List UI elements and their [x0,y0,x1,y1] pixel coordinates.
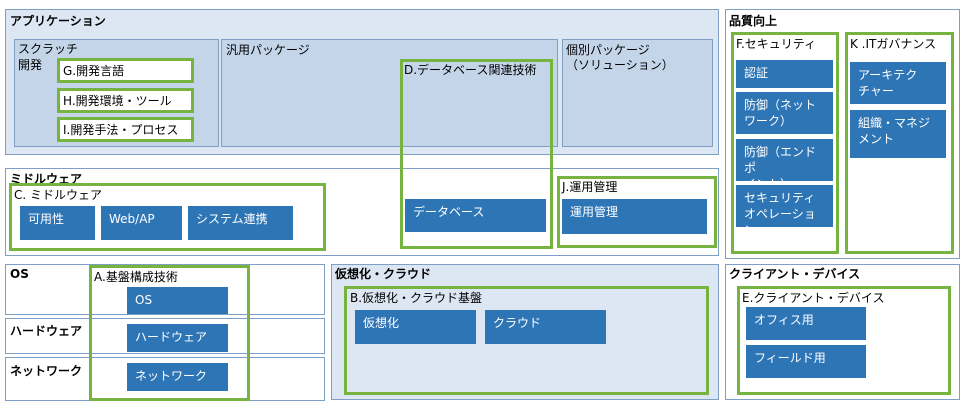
group-d-label: D.データベース関連技術 [404,63,537,77]
defense-endpoint-line1: 防御（エンドポ [744,145,817,175]
client-title: クライアント・デバイス [729,267,861,281]
group-h-dev-tools: H.開発環境・ツール [57,88,194,113]
field-box: フィールド用 [746,345,866,378]
package-panel [221,39,558,147]
architecture-box: アーキテク チャー [850,62,946,104]
secops-line2: オペレーション [744,207,816,237]
group-a-label: A.基盤構成技術 [94,270,178,284]
os-title: OS [10,267,29,281]
group-e-label: E.クライアント・デバイス [742,291,885,305]
group-e-client [737,286,951,395]
scratch-label: スクラッチ [18,42,79,56]
hardware-title: ハードウェア [10,324,83,338]
group-g-dev-language: G.開発言語 [57,58,194,83]
group-c-label: C. ミドルウェア [14,188,103,202]
secops-box: セキュリティ オペレーション [736,185,833,237]
office-box: オフィス用 [746,307,866,340]
auth-box: 認証 [736,60,833,88]
defense-endpoint-box: 防御（エンドポ イント） [736,139,833,191]
os-box: OS [127,287,228,314]
group-i-dev-process: I.開発手法・プロセス [57,117,194,142]
middleware-title: ミドルウェア [10,172,83,186]
orgmgmt-line1: 組織・マネジ [858,116,931,130]
group-b-label: B.仮想化・クラウド基盤 [350,291,483,305]
defense-network-line1: 防御（ネット [744,98,817,112]
group-a-infrastructure [89,265,250,401]
group-k-governance [845,32,954,254]
orgmgmt-box: 組織・マネジ メント [850,110,946,158]
secops-line1: セキュリティ [744,191,816,205]
scratch-label-2: 開発 [18,58,43,72]
integration-box: システム連携 [188,206,293,240]
group-j-ops [557,176,717,248]
webap-box: Web/AP [101,206,182,240]
group-k-label: K .ITガバナンス [850,37,937,51]
virtualization-title: 仮想化・クラウド [335,267,432,281]
network-title: ネットワーク [10,364,83,378]
quality-title: 品質向上 [729,14,778,28]
custom-package-panel [562,39,713,147]
group-f-label: F.セキュリティ [736,37,817,51]
hardware-box: ハードウェア [127,324,228,352]
architecture-line1: アーキテク [858,68,918,82]
opsmgmt-box: 運用管理 [562,199,707,234]
availability-box: 可用性 [20,206,95,240]
defense-network-line2: ワーク） [744,114,793,128]
virtualization-box: 仮想化 [355,310,476,344]
custom-package-label-2: （ソリューション） [566,58,674,72]
group-d-database [400,59,553,249]
group-b-virtualization [344,286,709,395]
group-f-security [731,32,839,254]
group-j-label: J.運用管理 [562,180,618,194]
package-label: 汎用パッケージ [226,43,310,57]
custom-package-label: 個別パッケージ [566,43,650,57]
defense-network-box: 防御（ネット ワーク） [736,92,833,134]
orgmgmt-line2: メント [858,132,895,146]
database-box: データベース [405,199,546,232]
network-box: ネットワーク [127,363,228,391]
application-title: アプリケーション [10,14,106,28]
group-c-middleware [9,183,326,251]
cloud-box: クラウド [485,310,606,344]
architecture-line2: チャー [858,84,894,98]
